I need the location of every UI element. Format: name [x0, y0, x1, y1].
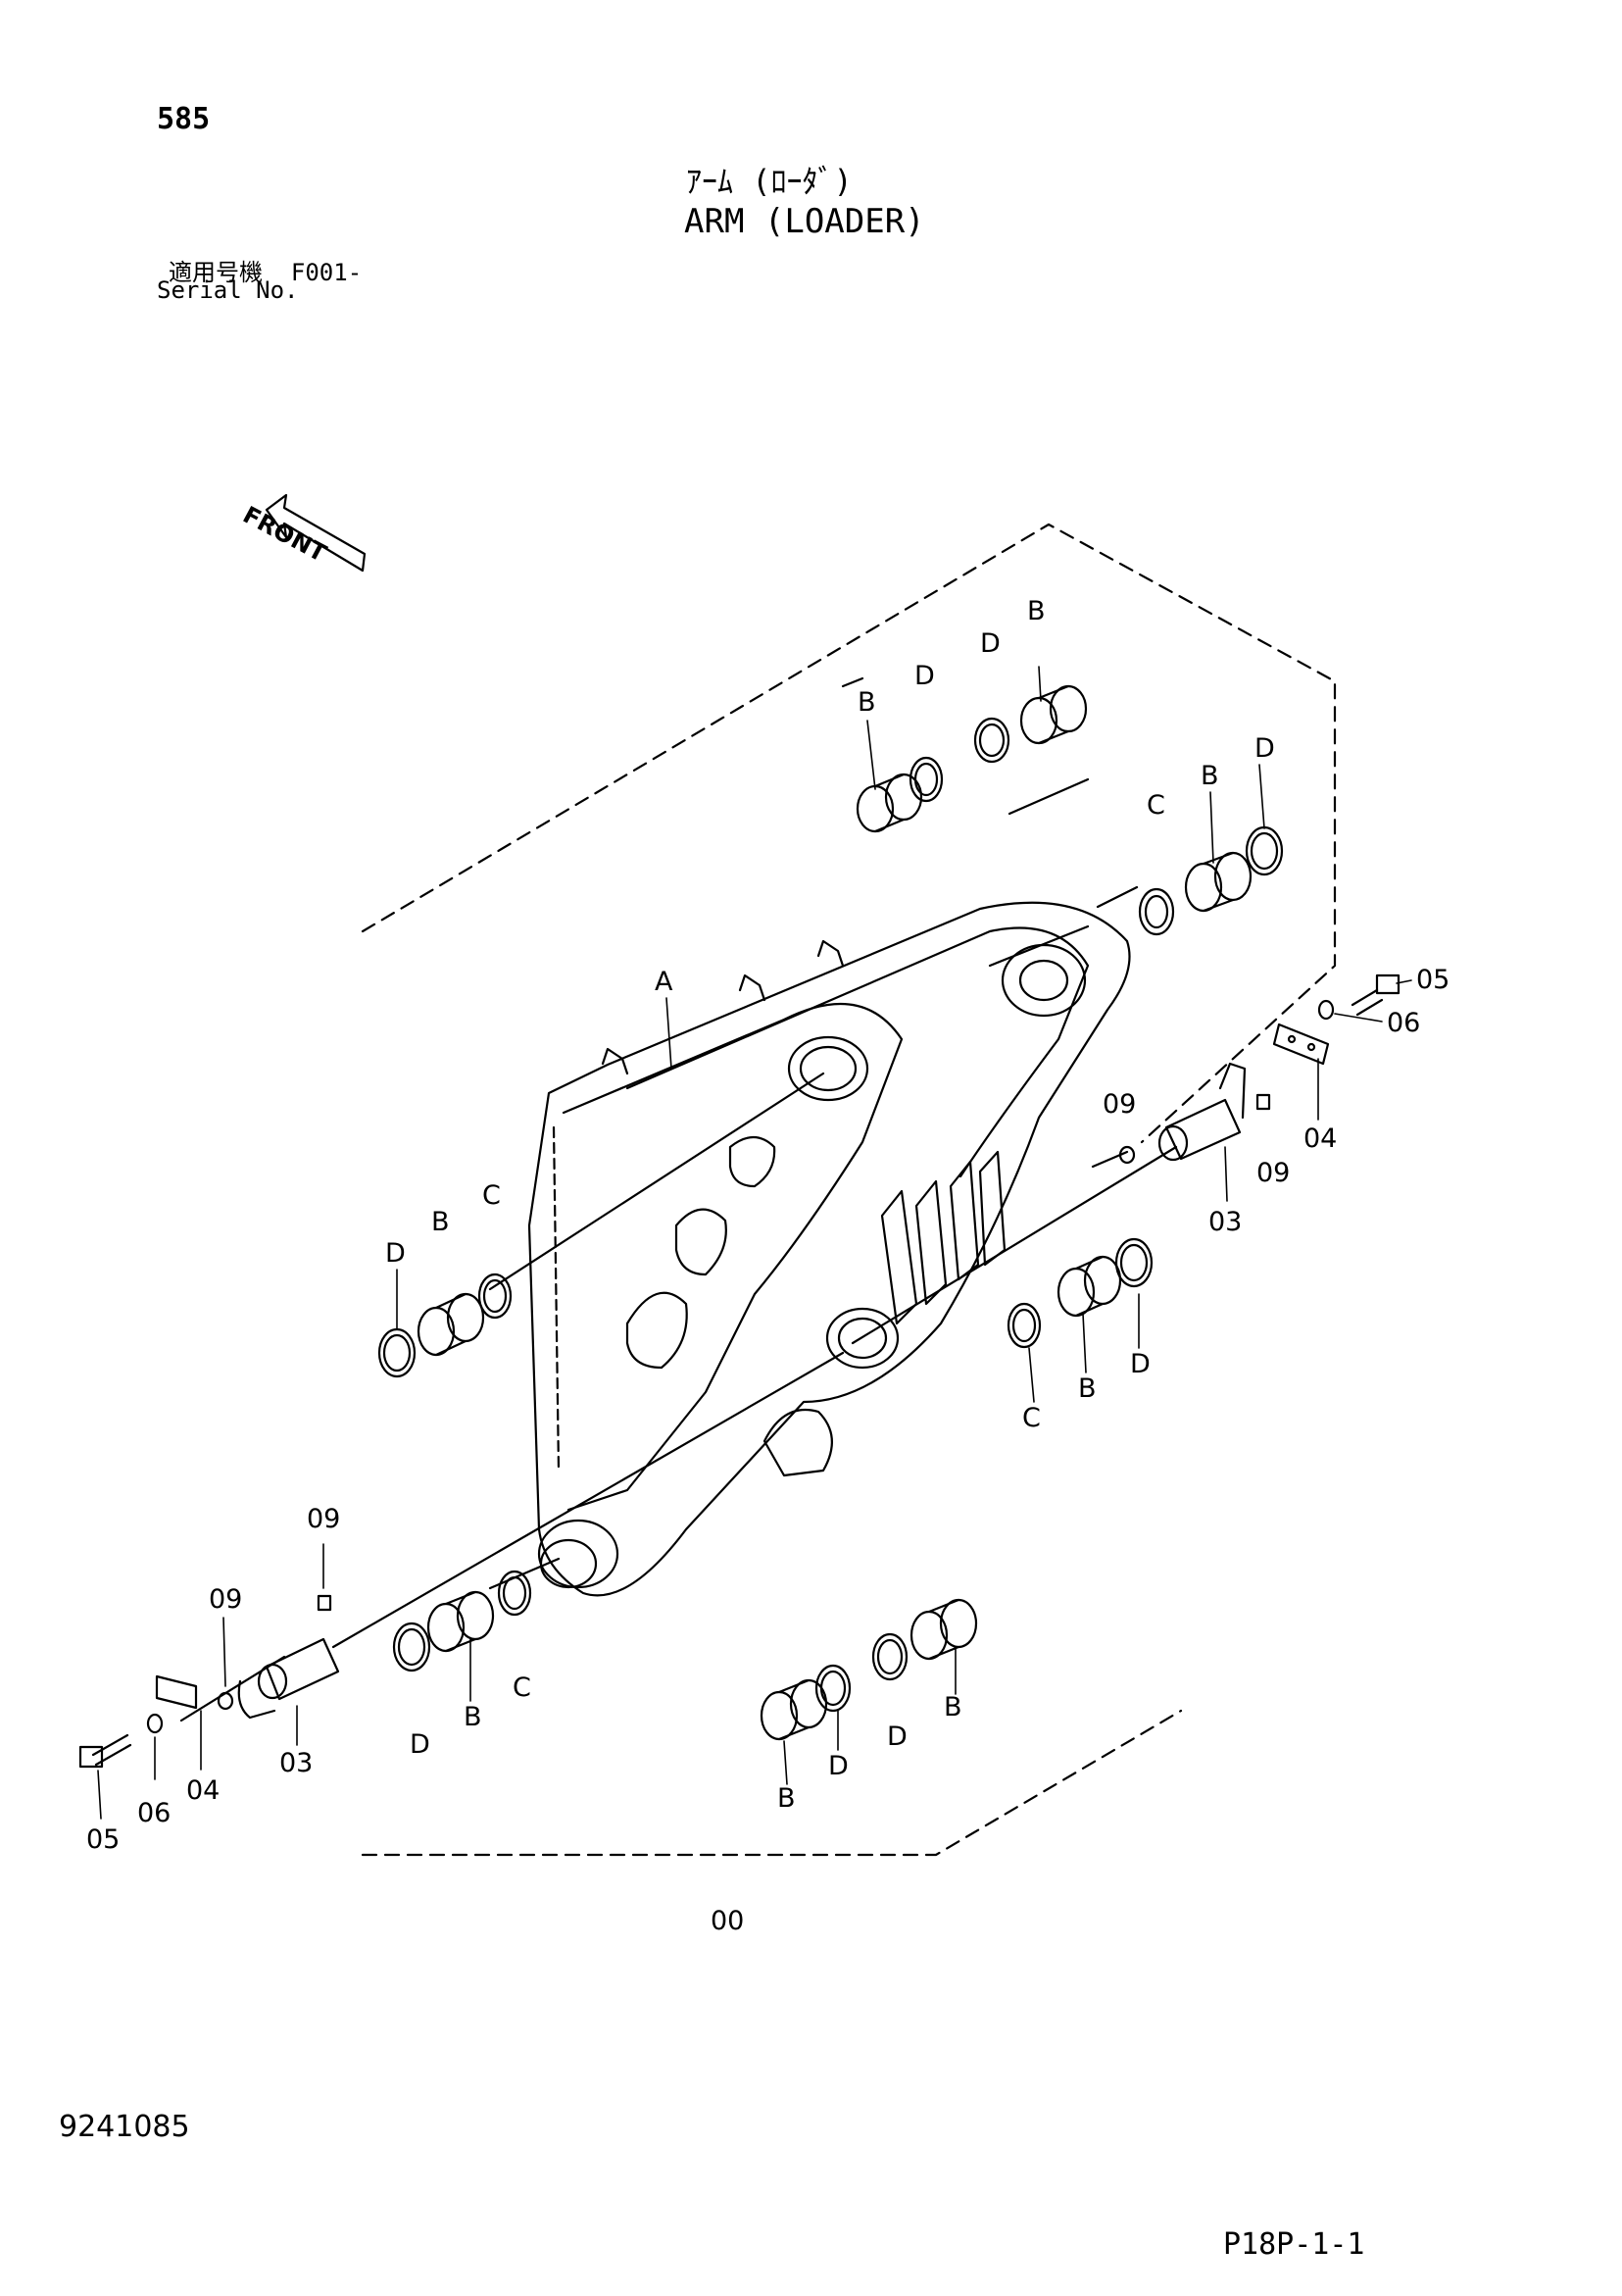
pin-assembly-right [1118, 973, 1401, 1165]
callout-D: D [914, 661, 935, 691]
callout-B: B [1201, 761, 1219, 791]
callout-03: 03 [279, 1748, 313, 1778]
callout-D: D [385, 1238, 406, 1269]
callout-B: B [431, 1207, 450, 1237]
bushing-group-right-mid [1007, 1237, 1154, 1349]
callout-B: B [1078, 1373, 1097, 1404]
bushing-group-lower-left [392, 1570, 532, 1672]
callout-06: 06 [1387, 1008, 1420, 1038]
callout-B: B [944, 1692, 962, 1722]
callout-09: 09 [1256, 1158, 1290, 1188]
pin-assembly-left [78, 1594, 340, 1769]
front-arrow-icon [265, 493, 367, 573]
callout-05: 05 [86, 1824, 120, 1855]
callout-A: A [655, 967, 673, 997]
callout-09: 09 [307, 1504, 340, 1534]
callout-D: D [828, 1751, 849, 1781]
callout-D: D [1254, 733, 1275, 764]
callout-03: 03 [1208, 1207, 1242, 1237]
callout-04: 04 [186, 1775, 220, 1806]
callout-C: C [1022, 1403, 1041, 1433]
callout-D: D [1130, 1349, 1151, 1379]
callout-B: B [1027, 596, 1046, 626]
callout-04: 04 [1303, 1123, 1337, 1154]
callout-D: D [887, 1722, 908, 1752]
bushing-group-lower [760, 1598, 978, 1741]
callout-05: 05 [1416, 965, 1450, 995]
serial-number-line: 適用号機 F001- [169, 253, 362, 287]
callout-B: B [464, 1702, 482, 1732]
page-title: ARM (LOADER) [684, 202, 925, 241]
callout-C: C [1147, 790, 1165, 821]
assembly-outline [361, 523, 1337, 1857]
bushing-group-top [856, 684, 1088, 833]
callout-09: 09 [1103, 1089, 1136, 1120]
callout-labels: FRONT A B D D B C B D 05 06 04 09 09 03 … [86, 501, 1450, 1936]
pin-axis-lines [179, 676, 1178, 1722]
callout-D: D [410, 1729, 430, 1760]
page-title-japanese: ｱｰﾑ (ﾛｰﾀﾞ) [686, 163, 853, 200]
serial-value: F001- [290, 259, 363, 286]
callout-C: C [482, 1180, 501, 1211]
callout-06: 06 [137, 1798, 171, 1828]
callout-09: 09 [209, 1584, 242, 1615]
callout-D: D [980, 628, 1001, 659]
assembly-label: 00 [711, 1906, 744, 1936]
front-arrow-label: FRONT [238, 501, 331, 568]
document-id: 9241085 [59, 2110, 190, 2144]
arm-body [527, 901, 1131, 1597]
page-number: 585 [157, 102, 211, 136]
leader-lines [97, 666, 1412, 1820]
callout-B: B [777, 1783, 796, 1814]
callout-C: C [513, 1672, 531, 1703]
bushing-group-right-upper [1138, 825, 1284, 936]
serial-label: Serial No. [157, 276, 299, 304]
callout-B: B [858, 687, 876, 718]
page-code: P18P-1-1 [1223, 2227, 1365, 2262]
serial-label-japanese: 適用号機 [169, 259, 263, 286]
